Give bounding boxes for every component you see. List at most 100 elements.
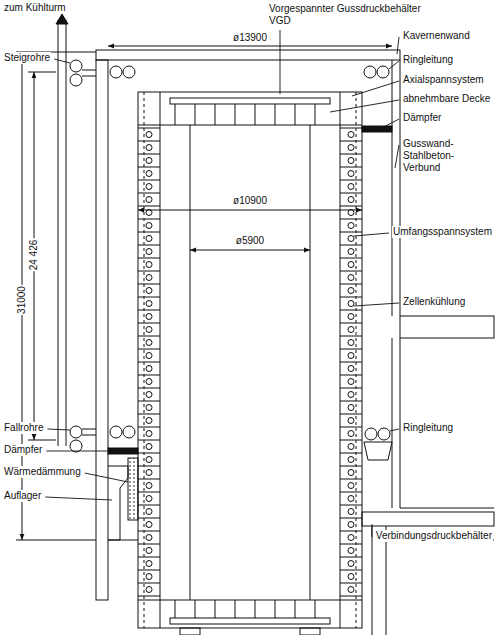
- vessel: [340, 92, 341, 628]
- wall-cells: [195, 600, 196, 618]
- riser-pipe: [58, 20, 59, 446]
- part-label: Dämpfer: [402, 112, 442, 124]
- connecting-vessel: [372, 526, 494, 635]
- wall-cells: [138, 141, 160, 142]
- part-label: Vorgespannter Gussdruckbehälter VGD: [268, 3, 438, 27]
- wall-cells: [138, 154, 160, 155]
- vessel: [190, 125, 191, 600]
- wall-cells: [138, 206, 160, 207]
- wall-cells: [146, 353, 152, 359]
- wall-cells: [348, 379, 354, 385]
- dimension-lines: [16, 540, 96, 541]
- part-label: Kavernenwand: [402, 30, 471, 42]
- leader-line: [352, 81, 399, 96]
- leader-line: [54, 59, 70, 63]
- wall-cells: [340, 362, 362, 363]
- wall-cells: [146, 223, 152, 229]
- wall-cells: [348, 405, 354, 411]
- wall-cells: [340, 427, 362, 428]
- wall-cells: [348, 496, 354, 502]
- vessel: [170, 618, 330, 624]
- wall-cells: [340, 193, 362, 194]
- downcomer-pipe: [70, 440, 82, 452]
- wall-cells: [146, 288, 152, 294]
- leader-line: [397, 37, 399, 54]
- part-label: Ringleitung: [402, 54, 454, 66]
- wall-cells: [340, 232, 362, 233]
- part-label: zum Kühlturm: [3, 2, 67, 14]
- part-label: Auflager: [3, 490, 42, 502]
- wall-cells: [138, 284, 160, 285]
- wall-cells: [340, 531, 362, 532]
- dimension-label: ø5900: [235, 235, 265, 247]
- downcomer-pipe: [82, 429, 96, 430]
- wall-cells: [138, 518, 160, 519]
- wall-cells: [340, 414, 362, 415]
- wall-cells: [146, 444, 152, 450]
- wall-cells: [348, 483, 354, 489]
- wall-cells: [348, 197, 354, 203]
- leader-line: [45, 497, 112, 500]
- dampers: [108, 126, 392, 454]
- wall-cells: [340, 349, 362, 350]
- wall-cells: [340, 479, 362, 480]
- wall-cells: [138, 362, 160, 363]
- wall-cells: [340, 401, 362, 402]
- wall-cells: [340, 375, 362, 376]
- wall-cells: [315, 600, 316, 618]
- wall-cells: [146, 457, 152, 463]
- wall-cells: [146, 171, 152, 177]
- leader-line: [330, 100, 399, 112]
- wall-cells: [340, 557, 362, 558]
- wall-cells: [348, 535, 354, 541]
- wall-cells: [146, 132, 152, 138]
- wall-cells: [146, 145, 152, 151]
- cavern-wall: [392, 60, 400, 508]
- support: [108, 540, 138, 541]
- support: [108, 466, 138, 540]
- wall-cells: [138, 453, 160, 454]
- dimension-lines: [28, 72, 56, 73]
- wall-cells: [348, 574, 354, 580]
- wall-cells: [340, 596, 362, 597]
- wall-cells: [138, 336, 160, 337]
- wall-cells: [348, 223, 354, 229]
- wall-cells: [235, 104, 236, 125]
- wall-cells: [340, 128, 362, 129]
- wall-cells: [348, 522, 354, 528]
- wall-cells: [146, 236, 152, 242]
- wall-cells: [138, 245, 160, 246]
- wall-cells: [138, 104, 362, 618]
- vessel: [180, 628, 200, 635]
- wall-cells: [348, 561, 354, 567]
- wall-cells: [138, 167, 160, 168]
- wall-cells: [348, 327, 354, 333]
- part-label: Fallrohre: [3, 422, 44, 434]
- wall-cells: [348, 548, 354, 554]
- wall-cells: [195, 104, 196, 125]
- cavern-wall: [96, 50, 494, 600]
- wall-cells: [138, 128, 160, 129]
- wall-cells: [146, 301, 152, 307]
- wall-cells: [340, 440, 362, 441]
- wall-cells: [138, 466, 160, 467]
- leader-line: [380, 119, 399, 129]
- wall-cells: [146, 197, 152, 203]
- wall-cells: [138, 531, 160, 532]
- ring-pipes: [110, 66, 392, 460]
- wall-cells: [340, 570, 362, 571]
- cavern-wall: [96, 60, 108, 600]
- vessel: [160, 92, 161, 628]
- ring-pipes: [123, 426, 135, 438]
- wall-cells: [340, 284, 362, 285]
- wall-cells: [348, 509, 354, 515]
- ring-pipes: [365, 428, 377, 440]
- wall-cells: [138, 297, 160, 298]
- leader-line: [389, 61, 399, 69]
- wall-cells: [340, 258, 362, 259]
- part-label: Umfangsspannsystem: [392, 226, 493, 238]
- wall-cells: [138, 180, 160, 181]
- downcomer-pipe: [70, 426, 82, 438]
- wall-cells: [340, 271, 362, 272]
